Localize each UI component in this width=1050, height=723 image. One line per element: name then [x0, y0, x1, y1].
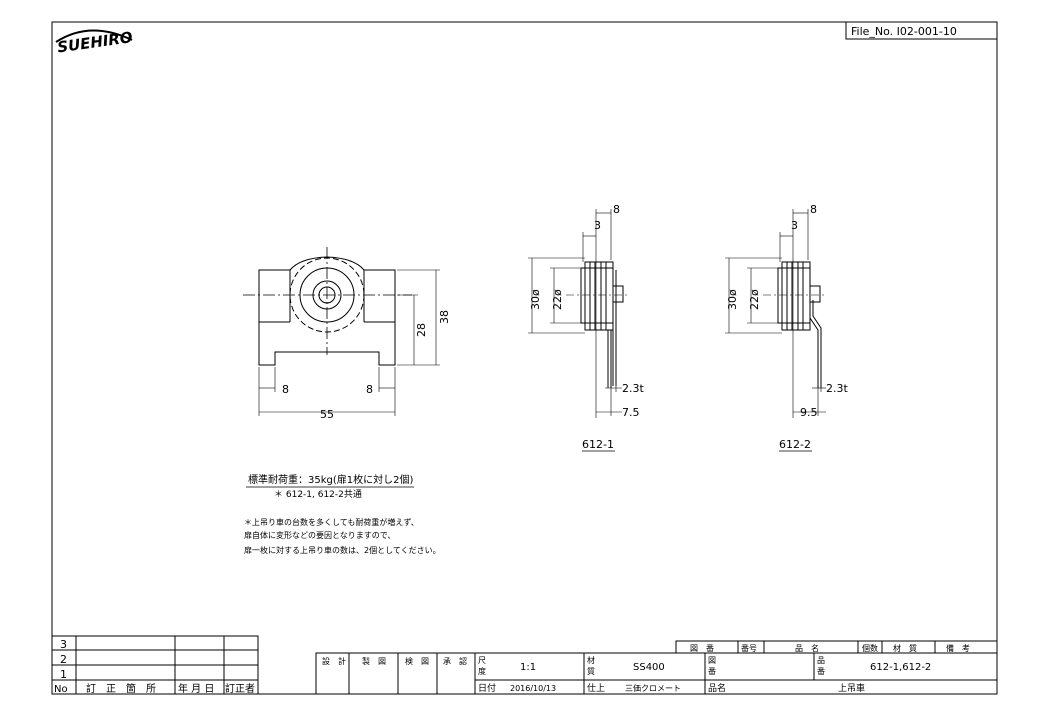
material-value: SS400	[633, 662, 665, 673]
revision-place-header: 訂 正 箇 所	[86, 682, 156, 695]
note-line-3: 扉一枚に対する上吊り車の数は、2個としてください。	[244, 545, 441, 555]
logo-text: SUEHIRO	[56, 28, 134, 56]
header-qty: 個数	[862, 643, 878, 653]
revision-no-header: No	[54, 684, 68, 695]
612-1-dim-top: 8	[613, 203, 620, 216]
title-block	[315, 640, 998, 695]
note-line-1: ＊上吊り車の台数を多くしても耐荷重が増えず、	[244, 517, 419, 527]
612-1-label: 612-1	[582, 438, 614, 451]
612-2-label: 612-2	[779, 438, 811, 451]
header-number: 番号	[741, 643, 757, 653]
approval-approve: 承 認	[443, 656, 467, 666]
dim-width: 55	[320, 408, 334, 421]
approval-design: 設 計	[322, 656, 346, 666]
612-2-dim-plate: 2.3t	[826, 382, 848, 395]
612-1-dim-plate: 2.3t	[622, 382, 644, 395]
header-material: 材 質	[893, 643, 917, 653]
612-2-dim-offset: 9.5	[800, 406, 818, 419]
dim-height-inner: 28	[415, 323, 428, 337]
file-no-box	[845, 21, 998, 40]
load-rating-common: ＊ 612-1, 612-2共通	[274, 489, 362, 500]
612-1-dim-dia-outer: 30ø	[529, 289, 542, 310]
revision-table	[51, 635, 259, 695]
side-view-612-2	[725, 209, 827, 418]
load-rating: 標準耐荷重：35kg(扉1枚に対し2個)	[248, 473, 413, 486]
drawing-no-label: 図番	[708, 656, 716, 676]
date-label: 日付	[478, 683, 496, 694]
612-2-dim-slot: 3	[791, 219, 798, 232]
revision-row-3: 3	[60, 638, 67, 651]
product-no-value: 612-1,612-2	[870, 662, 931, 673]
header-drawing-no: 図 番	[690, 643, 714, 653]
612-1-dim-offset: 7.5	[622, 406, 640, 419]
header-remarks: 備 考	[946, 643, 970, 653]
finish-value: 三価クロメート	[625, 683, 681, 693]
material-label: 材質	[587, 655, 595, 676]
612-2-dim-dia-outer: 30ø	[726, 289, 739, 310]
note-line-2: 扉自体に変形などの要因となりますので、	[244, 530, 395, 540]
dim-leg-right: 8	[366, 383, 373, 396]
612-1-dim-slot: 3	[594, 219, 601, 232]
product-no-label: 品番	[817, 656, 825, 676]
dim-height-outer: 38	[438, 310, 451, 324]
side-view-612-1	[528, 209, 630, 418]
approval-check: 検 図	[405, 656, 429, 666]
revision-person-header: 訂正者	[225, 682, 255, 695]
612-2-dim-top: 8	[810, 203, 817, 216]
front-view	[243, 247, 440, 416]
revision-date-header: 年 月 日	[178, 682, 214, 695]
dim-leg-left: 8	[282, 383, 289, 396]
612-1-dim-dia-inner: 22ø	[551, 289, 564, 310]
header-name: 品 名	[795, 643, 819, 653]
name-value: 上吊車	[838, 682, 865, 694]
suehiro-logo: SUEHIRO	[55, 28, 134, 56]
612-2-dim-dia-inner: 22ø	[748, 289, 761, 310]
scale-label: 尺度	[478, 656, 486, 676]
finish-label: 仕上	[587, 682, 605, 694]
scale-value: 1:1	[520, 662, 536, 673]
revision-row-1: 1	[60, 668, 67, 681]
sheet-border	[51, 21, 998, 695]
name-label: 品名	[708, 682, 726, 694]
approval-drafting: 製 図	[362, 656, 386, 666]
file-no: File_No. I02-001-10	[851, 25, 957, 38]
revision-row-2: 2	[60, 653, 67, 666]
date-value: 2016/10/13	[510, 684, 556, 693]
